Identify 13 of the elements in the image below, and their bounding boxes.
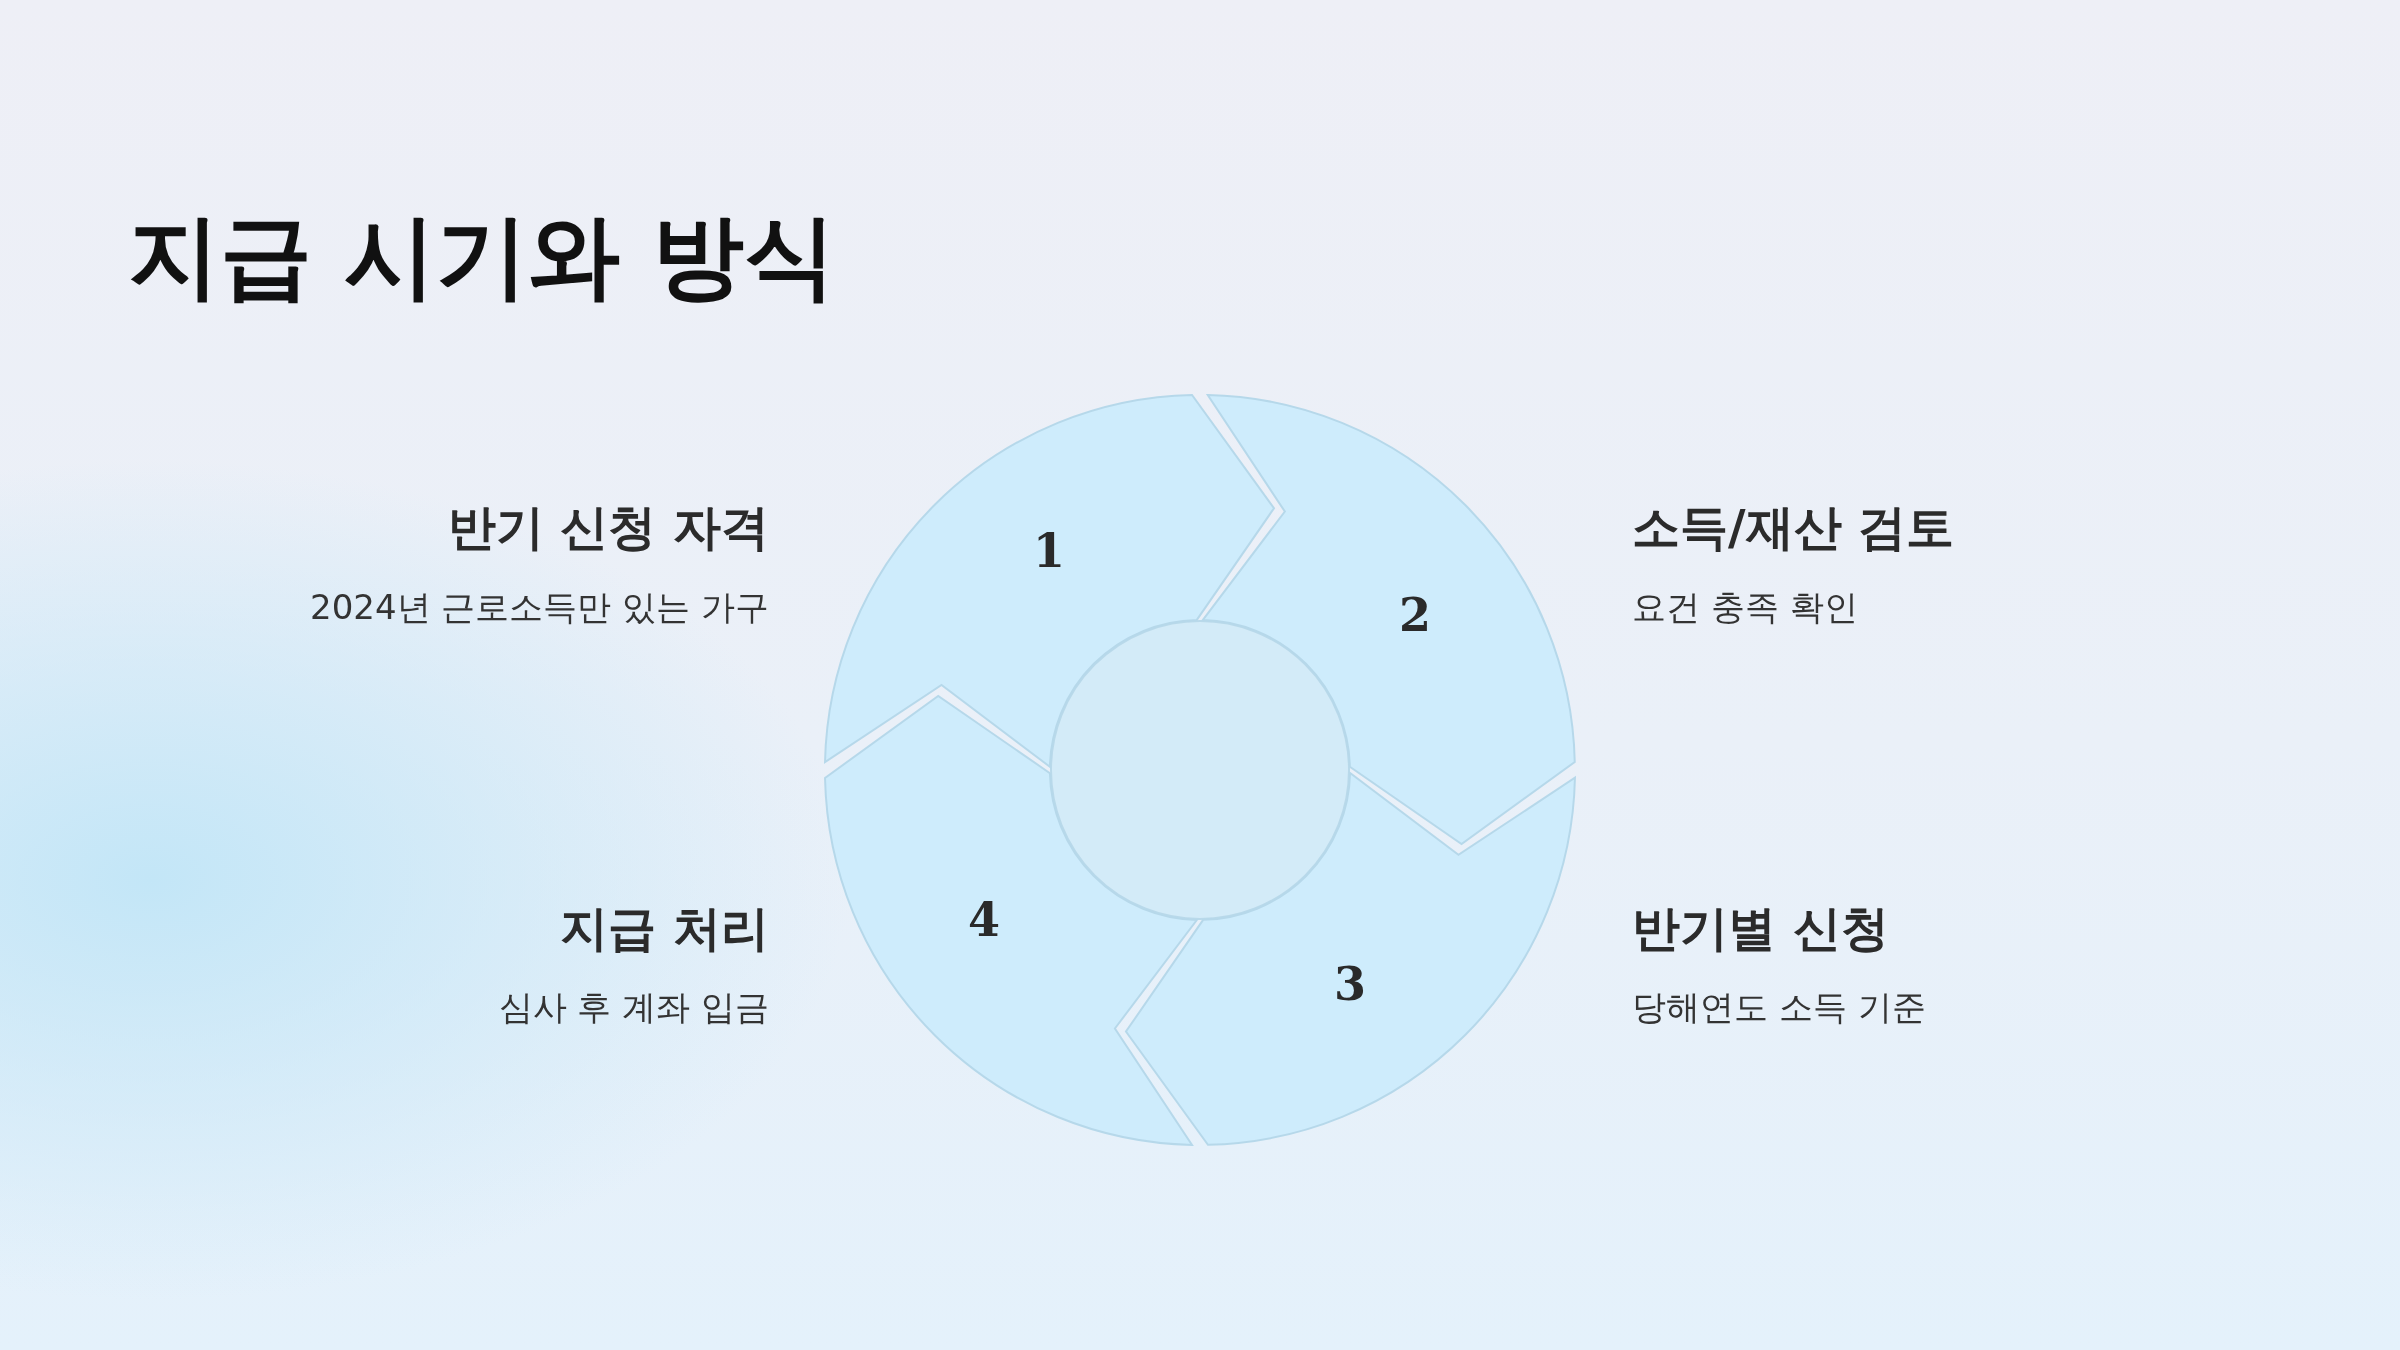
step-heading: 소득/재산 검토 xyxy=(1632,498,1955,557)
step-number: 2 xyxy=(1399,588,1431,642)
step-heading: 반기별 신청 xyxy=(1632,899,1889,958)
step-description: 2024년 근로소득만 있는 가구 xyxy=(310,586,769,629)
step-description: 심사 후 계좌 입금 xyxy=(498,986,769,1029)
slide-title: 지급 시기와 방식 xyxy=(128,202,837,312)
step-number: 1 xyxy=(1033,524,1065,578)
step-number: 3 xyxy=(1334,957,1366,1011)
step-description: 요건 충족 확인 xyxy=(1632,586,1858,629)
step-description: 당해연도 소득 기준 xyxy=(1632,986,1926,1029)
step-heading: 지급 처리 xyxy=(560,899,769,958)
step-heading: 반기 신청 자격 xyxy=(447,498,769,557)
step-number: 4 xyxy=(968,893,1000,947)
